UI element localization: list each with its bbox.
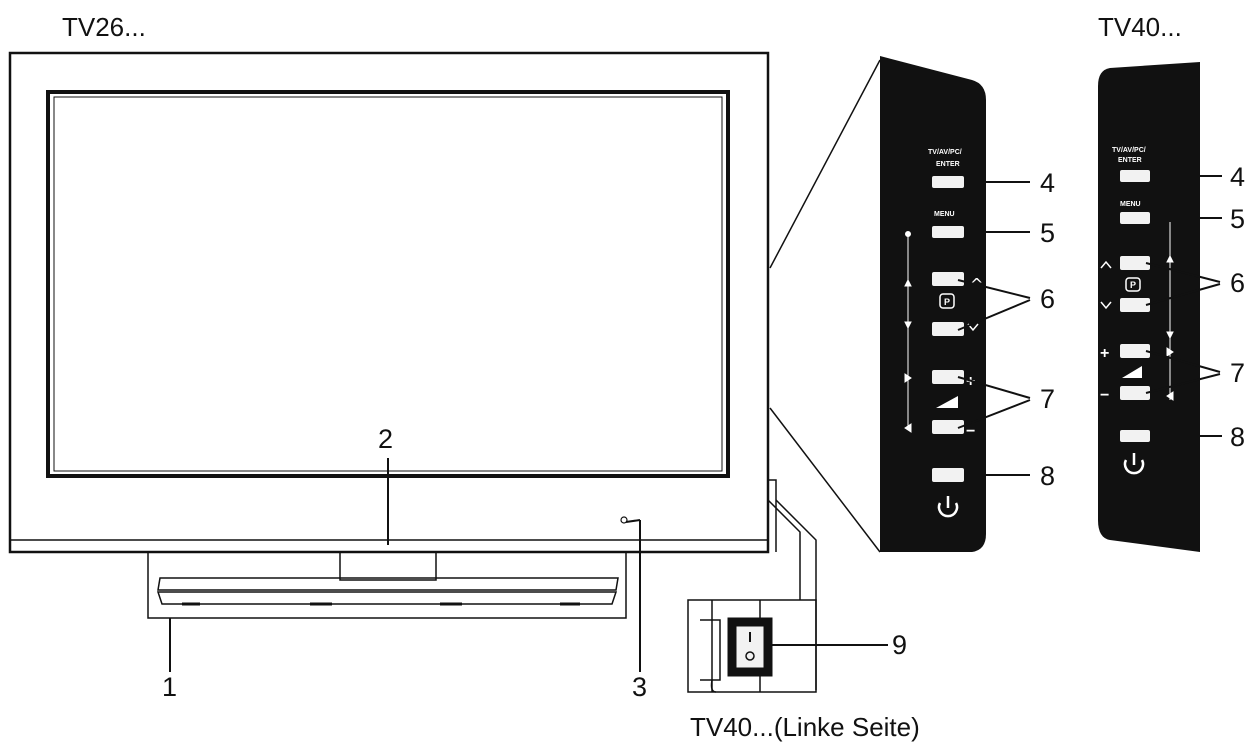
tv40-power-icon bbox=[1123, 453, 1145, 475]
tv40-volume-up-button[interactable] bbox=[1120, 344, 1150, 358]
program-down-button[interactable] bbox=[932, 322, 964, 336]
title-tv26: TV26... bbox=[62, 12, 146, 42]
tv40-side-panel: TV/AV/PC/ ENTER MENU P + − bbox=[1098, 62, 1200, 552]
tv40-volume-ramp-icon bbox=[1122, 366, 1142, 378]
title-tv40-left-side: TV40...(Linke Seite) bbox=[690, 712, 920, 742]
leaders-tv40-panel bbox=[1145, 175, 1222, 437]
tv40-program-icon-box bbox=[1125, 277, 1141, 292]
tv40-program-down-button[interactable] bbox=[1120, 298, 1150, 312]
tv40-menu-button[interactable] bbox=[1120, 212, 1150, 224]
tv26-side-panel: TV/AV/PC/ ENTER MENU P ^ + − bbox=[880, 56, 986, 552]
tv-screen bbox=[46, 90, 730, 478]
stand-base bbox=[147, 551, 627, 619]
tv40-callout-6: 6 bbox=[1230, 268, 1245, 298]
enter-label: ENTER bbox=[936, 161, 960, 168]
tv40-program-icon: P bbox=[1130, 280, 1136, 290]
tv40-panel-guide bbox=[1166, 222, 1174, 401]
zoom-lines bbox=[769, 59, 881, 553]
callout-6: 6 bbox=[1040, 284, 1055, 314]
power-button[interactable] bbox=[932, 468, 964, 482]
callout-7: 7 bbox=[1040, 384, 1055, 414]
menu-button[interactable] bbox=[932, 226, 964, 238]
switch-leader bbox=[767, 499, 817, 690]
callout-4: 4 bbox=[1040, 168, 1055, 198]
program-icon: P bbox=[944, 297, 950, 307]
volume-down-button[interactable] bbox=[932, 420, 964, 434]
tv40-callout-7: 7 bbox=[1230, 358, 1245, 388]
led-indicator bbox=[620, 516, 628, 524]
tv40-menu-label: MENU bbox=[1120, 201, 1141, 208]
source-label: TV/AV/PC/ bbox=[928, 149, 962, 156]
callout-2: 2 bbox=[378, 424, 393, 454]
leaders-front bbox=[169, 458, 641, 672]
tv40-chevron-down-icon bbox=[1100, 301, 1112, 310]
volume-ramp-icon bbox=[936, 396, 958, 408]
stand-neck bbox=[339, 551, 437, 581]
callout-5: 5 bbox=[1040, 218, 1055, 248]
power-icon bbox=[937, 496, 959, 518]
tv40-callout-8: 8 bbox=[1230, 422, 1245, 452]
tv40-enter-label: ENTER bbox=[1118, 157, 1142, 164]
tv40-minus-icon: − bbox=[1100, 387, 1109, 404]
program-icon-box bbox=[939, 293, 955, 309]
tv40-source-enter-button[interactable] bbox=[1120, 170, 1150, 182]
tv-side-edge bbox=[768, 479, 777, 552]
tv40-volume-down-button[interactable] bbox=[1120, 386, 1150, 400]
panel-guide bbox=[904, 231, 912, 433]
tv40-callout-4: 4 bbox=[1230, 162, 1245, 192]
tv40-callout-5: 5 bbox=[1230, 204, 1245, 234]
stand-foot bbox=[156, 591, 618, 605]
title-tv40: TV40... bbox=[1098, 12, 1182, 42]
menu-label: MENU bbox=[934, 211, 955, 218]
tv40-source-label: TV/AV/PC/ bbox=[1112, 147, 1146, 154]
tv40-left-side-detail bbox=[687, 499, 817, 693]
callout-3: 3 bbox=[632, 672, 647, 702]
callout-8: 8 bbox=[1040, 461, 1055, 491]
tv40-plus-icon: + bbox=[1100, 345, 1109, 362]
minus-icon: − bbox=[966, 423, 975, 440]
program-up-button[interactable] bbox=[932, 272, 964, 286]
tv40-program-up-button[interactable] bbox=[1120, 256, 1150, 270]
tv26-front bbox=[8, 51, 777, 619]
tv40-power-button[interactable] bbox=[1120, 430, 1150, 442]
callout-1: 1 bbox=[162, 672, 177, 702]
callout-9: 9 bbox=[892, 630, 907, 660]
tv-screen-inner bbox=[53, 96, 723, 472]
switch-off-icon bbox=[745, 651, 755, 661]
stand-base-top bbox=[157, 577, 619, 591]
volume-up-button[interactable] bbox=[932, 370, 964, 384]
leaders-tv26-panel bbox=[957, 181, 1031, 476]
source-enter-button[interactable] bbox=[932, 176, 964, 188]
tv40-chevron-up-icon bbox=[1100, 260, 1112, 269]
